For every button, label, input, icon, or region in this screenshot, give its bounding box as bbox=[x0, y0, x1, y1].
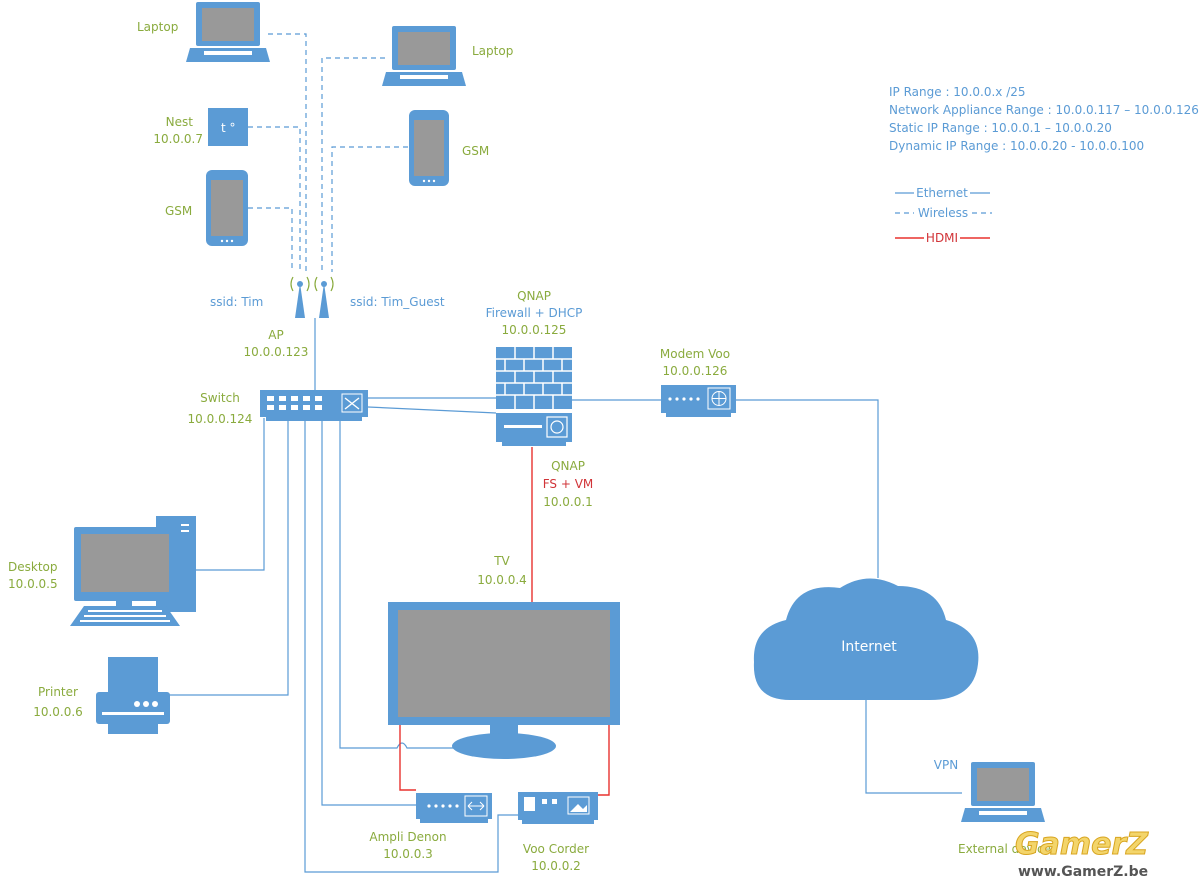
internet-label: Internet bbox=[841, 639, 897, 655]
ap-ip: 10.0.0.123 bbox=[244, 345, 309, 359]
watermark-url: www.GamerZ.be bbox=[1018, 864, 1148, 880]
gsm-left-label: GSM bbox=[165, 204, 192, 218]
eth-switch-printer bbox=[168, 418, 289, 696]
set-top-box-icon bbox=[518, 792, 598, 824]
ethernet-links bbox=[168, 318, 962, 873]
legend-ethernet: Ethernet bbox=[916, 186, 968, 200]
legend-ip-range: IP Range : 10.0.0.x /25 bbox=[889, 85, 1026, 99]
firewall-icon bbox=[496, 347, 572, 409]
voo-corder-label: Voo Corder bbox=[523, 842, 589, 856]
vpn-label: VPN bbox=[934, 758, 958, 772]
desktop-computer-icon bbox=[70, 516, 196, 626]
legend-hdmi: HDMI bbox=[926, 231, 958, 245]
switch-ip: 10.0.0.124 bbox=[188, 412, 253, 426]
cloud-icon bbox=[753, 578, 979, 700]
nas-server-icon bbox=[496, 413, 572, 446]
printer-ip: 10.0.0.6 bbox=[33, 705, 83, 719]
qnap-fw-role: Firewall + DHCP bbox=[486, 306, 583, 320]
thermostat-display: t ° bbox=[221, 121, 236, 135]
desktop-label: Desktop bbox=[8, 560, 58, 574]
gsm-right-label: GSM bbox=[462, 144, 489, 158]
qnap-fw-label: QNAP bbox=[517, 289, 551, 303]
wireless-link-laptop-left bbox=[268, 33, 307, 272]
legend-static-range: Static IP Range : 10.0.0.1 – 10.0.0.20 bbox=[889, 121, 1112, 135]
laptop-left-label: Laptop bbox=[137, 20, 178, 34]
laptop-icon bbox=[186, 2, 270, 62]
legend-dynamic-range: Dynamic IP Range : 10.0.0.20 - 10.0.0.10… bbox=[889, 139, 1144, 153]
wireless-link-gsm-left bbox=[248, 207, 293, 272]
external-device-label: External device bbox=[958, 842, 1051, 856]
modem-label: Modem Voo bbox=[660, 347, 730, 361]
thermostat-icon: t ° bbox=[208, 108, 248, 146]
television-icon bbox=[388, 602, 620, 759]
wireless-links bbox=[248, 33, 408, 272]
laptop-right-label: Laptop bbox=[472, 44, 513, 58]
eth-switch-qnap-fs bbox=[367, 406, 497, 414]
hdmi-links bbox=[399, 447, 610, 796]
laptop-icon bbox=[382, 26, 466, 86]
modem-ip: 10.0.0.126 bbox=[663, 364, 728, 378]
laptop-icon bbox=[961, 762, 1045, 822]
ampli-ip: 10.0.0.3 bbox=[383, 847, 433, 861]
watermark-logo: GamerZ www.GamerZ.be bbox=[1015, 827, 1150, 881]
nest-label: Nest bbox=[166, 115, 194, 129]
eth-switch-tv bbox=[339, 418, 462, 749]
amplifier-icon bbox=[416, 793, 492, 823]
network-switch-icon bbox=[260, 390, 368, 421]
wireless-link-nest bbox=[248, 126, 301, 272]
switch-label: Switch bbox=[200, 391, 240, 405]
eth-switch-voo-corder bbox=[304, 418, 518, 873]
ssid-left-label: ssid: Tim bbox=[210, 295, 263, 309]
tv-ip: 10.0.0.4 bbox=[477, 573, 527, 587]
eth-switch-desktop bbox=[196, 418, 265, 571]
phone-icon bbox=[206, 170, 248, 246]
nest-ip: 10.0.0.7 bbox=[153, 132, 203, 146]
legend-appliance-range: Network Appliance Range : 10.0.0.117 – 1… bbox=[889, 103, 1199, 117]
desktop-ip: 10.0.0.5 bbox=[8, 577, 58, 591]
qnap-fs-label: QNAP bbox=[551, 459, 585, 473]
eth-switch-ampli bbox=[321, 418, 416, 806]
watermark-brand: GamerZ bbox=[1015, 827, 1149, 862]
modem-icon bbox=[661, 385, 736, 417]
ampli-label: Ampli Denon bbox=[369, 830, 446, 844]
eth-modem-internet bbox=[736, 399, 879, 578]
access-point-icon bbox=[290, 276, 334, 318]
legend-wireless: Wireless bbox=[918, 206, 968, 220]
legend: IP Range : 10.0.0.x /25 Network Applianc… bbox=[889, 85, 1199, 245]
printer-icon bbox=[96, 657, 170, 734]
ap-label: AP bbox=[268, 328, 283, 342]
wireless-link-laptop-right bbox=[321, 57, 385, 272]
qnap-fs-ip: 10.0.0.1 bbox=[543, 495, 593, 509]
wireless-link-gsm-right bbox=[331, 146, 408, 272]
qnap-fw-ip: 10.0.0.125 bbox=[502, 323, 567, 337]
qnap-fs-role: FS + VM bbox=[543, 477, 594, 491]
ssid-right-label: ssid: Tim_Guest bbox=[350, 295, 445, 309]
hdmi-tv-voo-corder bbox=[598, 725, 610, 796]
printer-label: Printer bbox=[38, 685, 78, 699]
voo-corder-ip: 10.0.0.2 bbox=[531, 859, 581, 873]
hdmi-tv-ampli bbox=[399, 725, 416, 791]
phone-icon bbox=[409, 110, 449, 186]
tv-label: TV bbox=[493, 554, 510, 568]
eth-internet-vpn bbox=[865, 695, 962, 794]
